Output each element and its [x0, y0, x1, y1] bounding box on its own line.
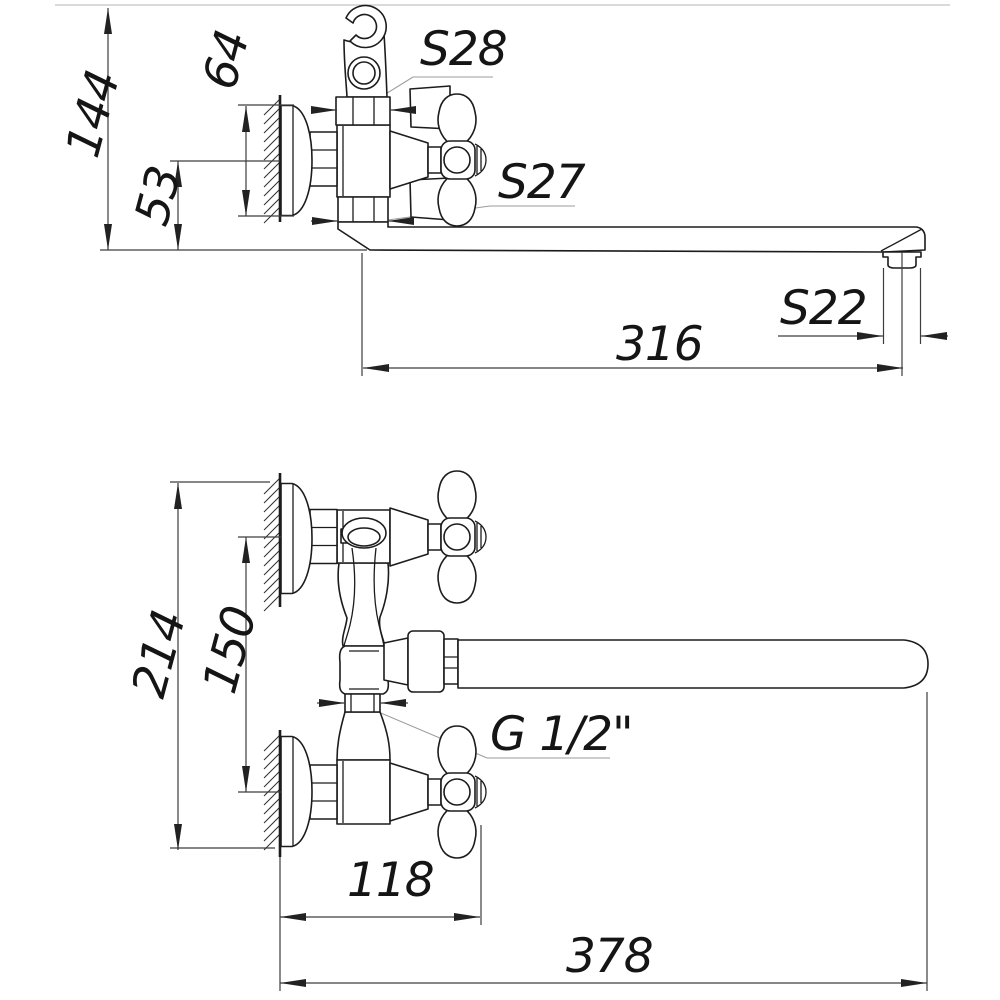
tub-spout — [337, 221, 926, 269]
spout-union — [383, 630, 929, 693]
dim-escutcheon-height: 64 — [192, 25, 260, 95]
dim-overall-span: 214 — [121, 605, 197, 703]
union-collar — [443, 638, 459, 685]
thread-neck — [344, 693, 381, 713]
wall-escutcheon — [280, 104, 313, 217]
union-nut — [407, 630, 445, 693]
dim-connection-centers: 150 — [192, 601, 268, 699]
bottom-hex-nut — [337, 196, 389, 223]
wall-hatching — [263, 98, 281, 224]
wall-hatching-upper — [263, 477, 281, 612]
top-hex-nut — [335, 96, 391, 126]
dim-overall-reach: 378 — [566, 929, 653, 984]
dim-top-nut: S28 — [420, 22, 507, 77]
dim-bottom-nut: S27 — [498, 155, 586, 210]
spout-tube — [457, 639, 929, 689]
dim-aerator-nut: S22 — [780, 281, 867, 336]
dim-spout-reach: 316 — [616, 317, 703, 372]
plan-view-handle-upper — [389, 470, 487, 604]
hook-ring-inner — [347, 527, 381, 547]
dim-height-total: 144 — [55, 65, 131, 163]
thread-leader-line — [361, 704, 610, 759]
side-view: 144 64 53 S28 S27 S22 316 — [55, 4, 948, 376]
plan-view: 214 150 G 1/2" 118 378 — [121, 470, 929, 991]
dim-wall-to-handle: 118 — [347, 853, 434, 908]
shower-hook — [343, 4, 388, 98]
diverter-boss — [338, 645, 390, 695]
dim-thread: G 1/2" — [490, 707, 633, 762]
valve-body — [336, 124, 391, 198]
upper-connection — [280, 482, 391, 647]
side-view-dimensions: 144 64 53 S28 S27 S22 316 — [55, 8, 948, 376]
wall-sleeve — [309, 131, 338, 187]
wall-hatching-lower — [263, 734, 281, 851]
dim-axis-to-spout: 53 — [124, 161, 192, 231]
side-view-cross-handle — [389, 93, 487, 227]
lower-connection — [280, 735, 391, 848]
plan-view-dimensions: 214 150 G 1/2" 118 378 — [121, 481, 928, 991]
eccentric-adapter — [383, 637, 409, 686]
plan-view-handle-lower — [389, 725, 487, 859]
central-body — [336, 562, 391, 761]
